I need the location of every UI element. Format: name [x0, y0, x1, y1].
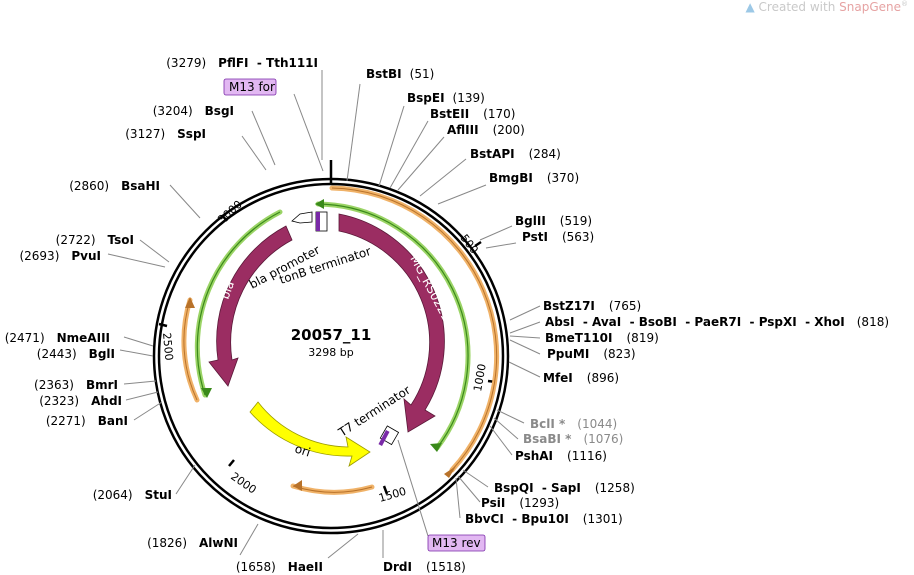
- enzyme-bspei[interactable]: BspEI(139): [407, 91, 485, 105]
- enzyme-bspqi[interactable]: BspQI - SapI(1258): [494, 481, 635, 495]
- enzyme-nmeaiii[interactable]: (2471)NmeAIII: [5, 331, 110, 345]
- tick-3000: 3000: [215, 198, 245, 226]
- promoter-arcs-core: [196, 203, 469, 449]
- orf-arrow-right: [444, 466, 456, 478]
- plasmid-name: 20057_11: [291, 326, 372, 344]
- snapgene-logo-icon: ▲: [745, 0, 755, 14]
- primer-m13for-label: M13 for: [229, 80, 275, 94]
- backbone-inner: [157, 182, 505, 530]
- label-bla: bla: [218, 279, 237, 301]
- primer-m13rev-label: M13 rev: [432, 536, 481, 550]
- enzyme-bsgi[interactable]: (3204)BsgI: [153, 104, 234, 118]
- enzyme-haeii[interactable]: (1658)HaeII: [236, 560, 323, 574]
- plasmid-size: 3298 bp: [308, 346, 353, 359]
- enzyme-bstbi[interactable]: BstBI(51): [366, 67, 434, 81]
- enzyme-pshai[interactable]: PshAI(1116): [515, 449, 607, 463]
- enzyme-ahdi[interactable]: (2323)AhdI: [39, 394, 122, 408]
- enzyme-bbvci[interactable]: BbvCI - Bpu10I(1301): [465, 512, 623, 526]
- enzyme-afliii[interactable]: AflIII(200): [447, 123, 525, 137]
- primer-m13for-box[interactable]: [223, 78, 277, 96]
- tick-1000: 1000: [471, 363, 489, 393]
- orf-arrow-bottom: [293, 480, 302, 491]
- enzyme-bani[interactable]: (2271)BanI: [46, 414, 128, 428]
- promoter-arrow-top: [315, 199, 324, 209]
- snapgene-watermark: ▲ Created with SnapGene®: [745, 0, 908, 14]
- feature-bla-promoter: [291, 211, 313, 224]
- enzyme-bsabi[interactable]: BsaBI *(1076): [523, 432, 623, 446]
- enzyme-drdi[interactable]: DrdI(1518): [383, 560, 466, 574]
- enzyme-bglii[interactable]: BglII(519): [515, 214, 592, 228]
- enzyme-mfei[interactable]: MfeI(896): [543, 371, 619, 385]
- enzyme-bstz17i[interactable]: BstZ17I(765): [543, 299, 641, 313]
- tick-1500: 1500: [377, 485, 407, 505]
- label-t7-terminator: T7 terminator: [335, 383, 413, 440]
- enzyme-bcli[interactable]: BclI *(1044): [530, 417, 617, 431]
- enzyme-pflfi[interactable]: (3279)PflFI - Tth111I: [166, 56, 318, 70]
- cds-bla: [208, 225, 293, 387]
- enzyme-sspi[interactable]: (3127)SspI: [125, 127, 206, 141]
- enzyme-pvui[interactable]: (2693)PvuI: [19, 249, 101, 263]
- tick-2000: 2000: [228, 470, 258, 497]
- cds-mg-rs02215: [338, 213, 445, 433]
- enzyme-bsahi[interactable]: (2860)BsaHI: [69, 179, 160, 193]
- enzyme-bmet110i[interactable]: BmeT110I(819): [545, 331, 659, 345]
- primer-m13rev-box[interactable]: [427, 534, 486, 552]
- enzyme-psii[interactable]: PsiI(1293): [481, 496, 559, 510]
- primer-m13rev-mark: [378, 429, 390, 447]
- primer-m13for-mark: [316, 212, 320, 231]
- enzyme-tsoi[interactable]: (2722)TsoI: [56, 233, 134, 247]
- enzyme-bsteii[interactable]: BstEII(170): [430, 107, 515, 121]
- leader-lines: [107, 70, 541, 559]
- enzyme-alwni[interactable]: (1826)AlwNI: [147, 536, 238, 550]
- enzyme-bstapi[interactable]: BstAPI(284): [470, 147, 561, 161]
- promoter-arrow-right: [430, 443, 442, 452]
- promoter-arrow-left: [201, 388, 212, 398]
- enzyme-bgli[interactable]: (2443)BglI: [37, 347, 115, 361]
- orf-arrow-left: [185, 297, 195, 308]
- feature-ori: [249, 401, 371, 467]
- enzyme-psti[interactable]: PstI(563): [522, 230, 594, 244]
- enzyme-ppumi[interactable]: PpuMI(823): [547, 347, 636, 361]
- enzyme-stui[interactable]: (2064)StuI: [93, 488, 172, 502]
- enzyme-bmgbi[interactable]: BmgBI(370): [489, 171, 579, 185]
- enzyme-absi-group[interactable]: AbsI - AvaI - BsoBI - PaeR7I - PspXI - X…: [545, 315, 889, 329]
- enzyme-bmri[interactable]: (2363)BmrI: [34, 378, 118, 392]
- tick-2500: 2500: [160, 332, 175, 361]
- label-ori: ori: [293, 442, 312, 460]
